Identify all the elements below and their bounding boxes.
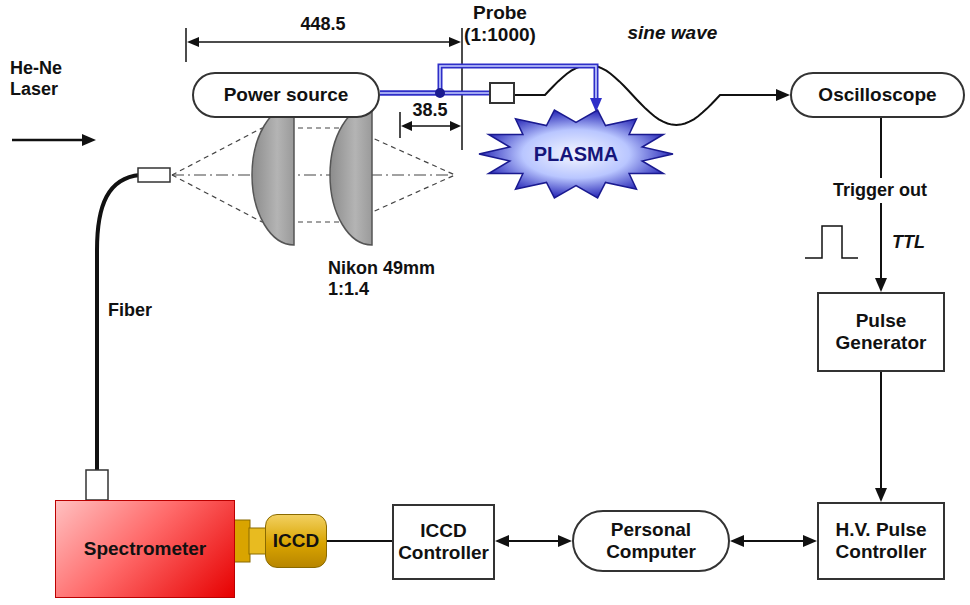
light-rays xyxy=(172,128,455,222)
fiber-connector xyxy=(86,470,108,500)
node-label: ICCD xyxy=(273,530,319,552)
text-label: He-Ne Laser xyxy=(10,58,90,99)
process-box: Pulse Generator xyxy=(817,292,945,372)
dimension-line xyxy=(186,28,462,150)
edge-label: sine wave xyxy=(628,22,718,44)
text-label: TTL xyxy=(892,232,952,253)
computer-pill: Personal Computer xyxy=(572,510,730,572)
node-label: Oscilloscope xyxy=(818,84,936,106)
probe-body xyxy=(489,82,515,104)
lens xyxy=(252,105,294,245)
probe: Probe (1:1000) xyxy=(455,2,545,106)
ttl-pulse xyxy=(805,226,858,258)
plasma-starburst: PLASMA xyxy=(478,108,674,200)
node-label: H.V. Pulse Controller xyxy=(825,519,937,563)
text-label: Fiber xyxy=(108,300,178,321)
oscilloscope-pill: Oscilloscope xyxy=(790,72,965,118)
lens xyxy=(330,105,372,245)
node-label: PLASMA xyxy=(534,143,618,166)
node-label: Personal Computer xyxy=(588,519,714,563)
camera-adapter xyxy=(234,520,250,562)
laser-arrow xyxy=(12,134,96,146)
text-label: Trigger out xyxy=(800,178,960,203)
text-label: 448.5 xyxy=(263,14,383,35)
text-label: Nikon 49mm 1:1.4 xyxy=(328,258,458,299)
camera-adapter xyxy=(249,528,266,554)
signal-arrow xyxy=(875,372,887,502)
signal-arrow xyxy=(327,541,392,542)
camera-box: ICCD xyxy=(265,514,327,568)
optical-fiber xyxy=(97,175,140,470)
node-label: Probe (1:1000) xyxy=(455,2,545,46)
source-pill: Power source xyxy=(192,72,380,118)
signal-arrow xyxy=(495,535,572,547)
node-label: Power source xyxy=(224,84,349,106)
process-box: ICCD Controller xyxy=(392,504,495,580)
text-label: 38.5 xyxy=(404,100,456,121)
node-label: Pulse Generator xyxy=(825,310,937,354)
spectrometer-box: Spectrometer xyxy=(55,500,235,598)
node-label: Spectrometer xyxy=(84,538,207,560)
signal-arrow xyxy=(875,118,887,292)
process-box: H.V. Pulse Controller xyxy=(817,502,945,580)
fiber-tip xyxy=(138,168,170,182)
node-label: ICCD Controller xyxy=(398,520,489,564)
signal-arrow xyxy=(730,535,817,547)
